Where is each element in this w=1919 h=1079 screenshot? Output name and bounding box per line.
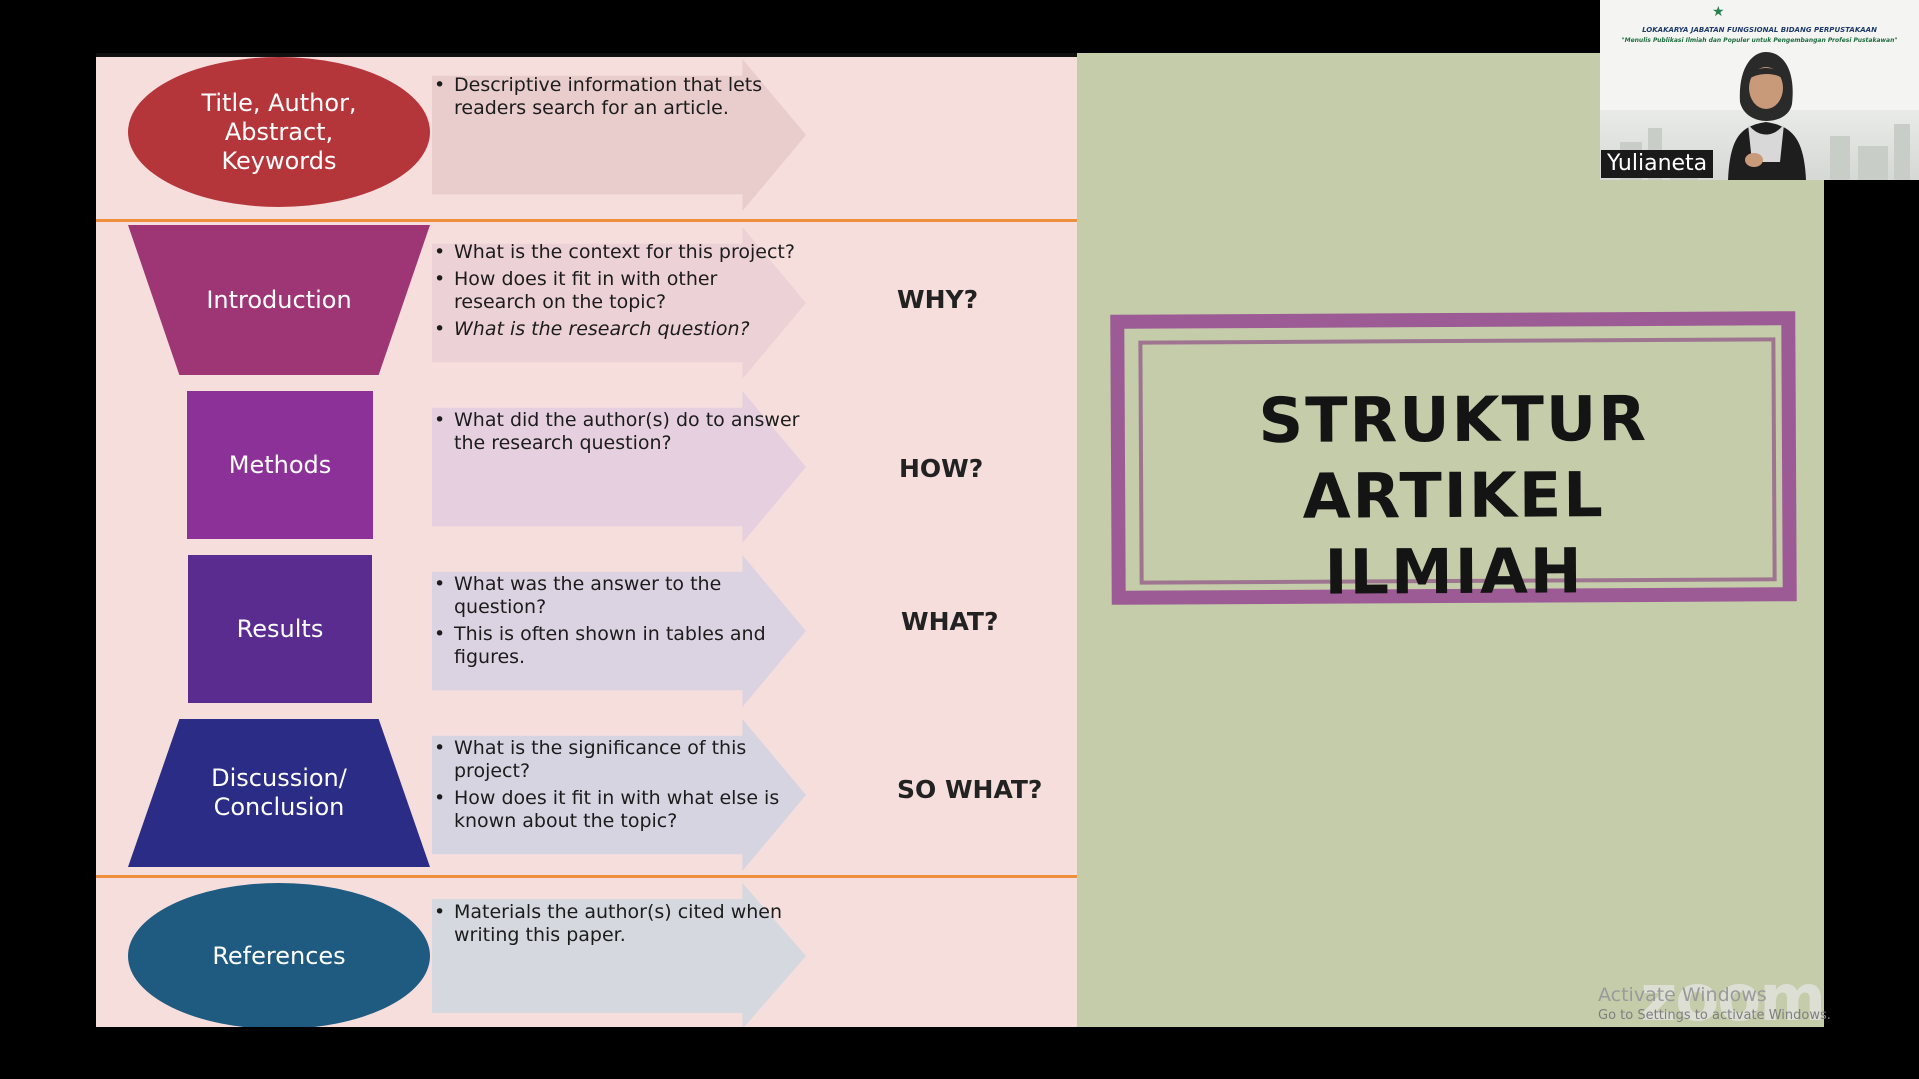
section-label-title-author: Title, Author, Abstract, Keywords xyxy=(128,57,430,207)
bullet-item: What is the significance of this project… xyxy=(432,737,802,783)
section-discussion: Discussion/ Conclusion What is the signi… xyxy=(96,719,1077,883)
section-bullets: What was the answer to the question? Thi… xyxy=(432,573,802,673)
bullet-item: How does it fit in with other research o… xyxy=(432,268,802,314)
shared-slide-article-structure: Title, Author, Abstract, Keywords Descri… xyxy=(96,53,1077,1027)
bullet-item: What is the research question? xyxy=(432,318,802,341)
section-bullets: What is the context for this project? Ho… xyxy=(432,241,802,345)
bullet-item: How does it fit in with what else is kno… xyxy=(432,787,802,833)
slide-title: STRUKTUR ARTIKEL ILMIAH xyxy=(1258,381,1649,609)
participant-avatar xyxy=(1728,52,1806,180)
section-introduction: Introduction What is the context for thi… xyxy=(96,225,1077,389)
question-why: WHY? xyxy=(897,285,979,314)
section-bullets: What is the significance of this project… xyxy=(432,737,802,837)
bullet-item: What was the answer to the question? xyxy=(432,573,802,619)
bullet-item: Descriptive information that lets reader… xyxy=(432,74,802,120)
section-label-introduction: Introduction xyxy=(128,225,430,375)
section-bullets: Descriptive information that lets reader… xyxy=(432,74,802,124)
section-label-references: References xyxy=(128,883,430,1027)
activate-windows-watermark: Activate Windows xyxy=(1598,984,1767,1006)
bullet-item: This is often shown in tables and figure… xyxy=(432,623,802,669)
section-divider xyxy=(96,219,1077,222)
participant-video-tile[interactable]: ★ LOKAKARYA JABATAN FUNGSIONAL BIDANG PE… xyxy=(1600,0,1919,180)
participant-name-tag: Yulianeta xyxy=(1601,150,1714,178)
section-label-methods: Methods xyxy=(187,391,373,539)
section-label-results: Results xyxy=(188,555,372,703)
question-how: HOW? xyxy=(899,454,984,483)
question-what: WHAT? xyxy=(901,607,999,636)
shared-slide-title: STRUKTUR ARTIKEL ILMIAH xyxy=(1077,53,1824,1027)
section-bullets: What did the author(s) do to answer the … xyxy=(432,409,802,459)
bullet-item: What did the author(s) do to answer the … xyxy=(432,409,802,455)
section-label-discussion: Discussion/ Conclusion xyxy=(128,719,430,867)
section-references: References Materials the author(s) cited… xyxy=(96,883,1077,1027)
logo-star-icon: ★ xyxy=(1712,4,1725,20)
event-title: LOKAKARYA JABATAN FUNGSIONAL BIDANG PERP… xyxy=(1642,26,1877,34)
title-frame: STRUKTUR ARTIKEL ILMIAH xyxy=(1110,311,1797,609)
section-methods: Methods What did the author(s) do to ans… xyxy=(96,391,1077,555)
bullet-item: What is the context for this project? xyxy=(432,241,802,264)
zoom-logo-watermark: zoom xyxy=(1640,962,1826,1036)
bullet-item: Materials the author(s) cited when writi… xyxy=(432,901,802,947)
section-bullets: Materials the author(s) cited when writi… xyxy=(432,901,802,951)
section-divider xyxy=(96,875,1077,878)
section-results: Results What was the answer to the quest… xyxy=(96,555,1077,719)
activate-windows-hint: Go to Settings to activate Windows. xyxy=(1598,1008,1831,1023)
section-title-author: Title, Author, Abstract, Keywords Descri… xyxy=(96,57,1077,221)
question-so-what: SO WHAT? xyxy=(897,775,1043,804)
event-subtitle: "Menulis Publikasi Ilmiah dan Populer un… xyxy=(1621,37,1898,44)
